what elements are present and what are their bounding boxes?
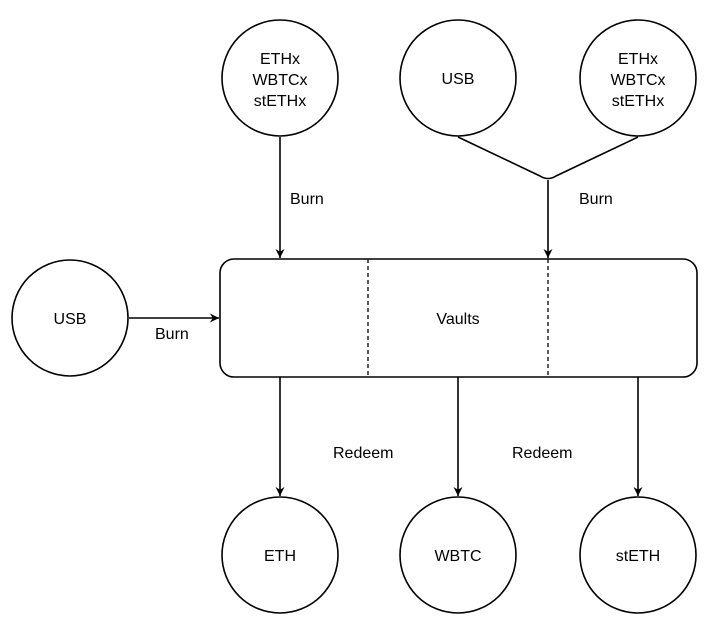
eth-label: ETH (264, 548, 296, 565)
usb-node-top: USB (399, 19, 517, 137)
steth-node: stETH (579, 496, 697, 614)
vaults-box: Vaults (219, 258, 698, 378)
usb-label-left: USB (54, 311, 87, 328)
token-label-wbtcx: WBTCx (610, 72, 665, 89)
usb-label-top: USB (442, 71, 475, 88)
redeem-label-right: Redeem (512, 445, 572, 462)
tokens-node-top-right: ETHx WBTCx stETHx (579, 19, 697, 137)
burn-label-top-right: Burn (579, 191, 613, 208)
usb-node-left: USB (11, 259, 129, 377)
token-label-ethx: ETHx (260, 51, 300, 68)
tokens-node-top-left: ETHx WBTCx stETHx (221, 19, 339, 137)
token-label-wbtcx: WBTCx (252, 72, 307, 89)
wbtc-node: WBTC (399, 496, 517, 614)
wbtc-label: WBTC (434, 548, 481, 565)
vaults-label: Vaults (436, 311, 479, 328)
merge-connector (457, 136, 639, 180)
redeem-label-left: Redeem (333, 445, 393, 462)
token-label-stethx: stETHx (254, 93, 306, 110)
steth-label: stETH (616, 548, 660, 565)
token-label-stethx: stETHx (612, 93, 664, 110)
burn-label-top-left: Burn (290, 191, 324, 208)
token-label-ethx: ETHx (618, 51, 658, 68)
eth-node: ETH (221, 496, 339, 614)
burn-label-left: Burn (155, 326, 189, 343)
